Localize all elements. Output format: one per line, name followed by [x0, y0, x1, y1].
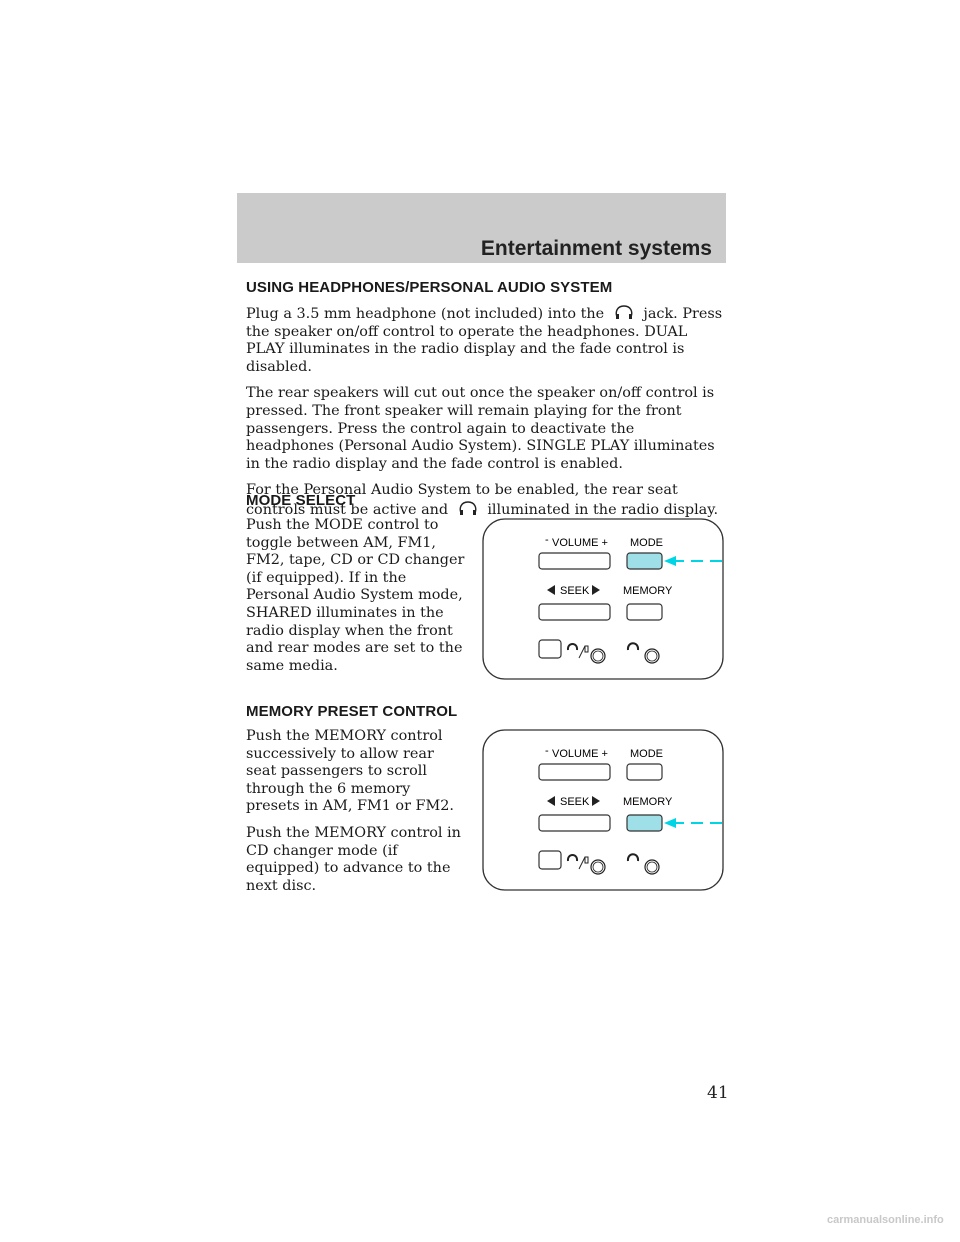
seek-button[interactable]	[538, 814, 611, 832]
volume-minus: -	[545, 745, 549, 757]
mode-select-section: MODE SELECT Push the MODE control to tog…	[246, 492, 726, 684]
mode-button[interactable]	[626, 552, 663, 570]
seek-button[interactable]	[538, 603, 611, 621]
callout-arrow	[664, 556, 676, 566]
speaker-onoff-button[interactable]	[538, 850, 562, 870]
memory-button[interactable]	[626, 814, 663, 832]
speaker-headphone-icon	[566, 854, 589, 870]
section-title: Entertainment systems	[480, 237, 712, 260]
seek-left-icon	[547, 796, 555, 806]
header-band: Entertainment systems	[237, 193, 726, 263]
headphones-paragraph-2: The rear speakers will cut out once the …	[246, 385, 715, 472]
seek-label: SEEK	[560, 796, 590, 808]
headphone-icon	[626, 642, 640, 651]
mode-button[interactable]	[626, 763, 663, 781]
rear-control-panel-memory: - VOLUME + MODE SEEK MEMORY	[482, 729, 724, 891]
memory-preset-paragraph-1: Push the MEMORY control successively to …	[246, 728, 454, 815]
headphone-icon	[626, 853, 640, 862]
mode-label: MODE	[630, 748, 663, 760]
volume-label: VOLUME +	[552, 748, 608, 760]
headphone-icon	[615, 305, 633, 319]
seek-right-icon	[592, 796, 600, 806]
speaker-headphone-icon	[566, 643, 589, 659]
headphones-p3-part-b: illuminated in the radio display.	[487, 501, 719, 518]
volume-button[interactable]	[538, 763, 611, 781]
volume-minus: -	[545, 534, 549, 546]
memory-preset-section: MEMORY PRESET CONTROL Push the MEMORY co…	[246, 703, 726, 904]
mode-label: MODE	[630, 537, 663, 549]
headphones-paragraph-3: For the Personal Audio System to be enab…	[246, 482, 726, 519]
footer-watermark[interactable]: carmanualsonline.info	[827, 1214, 944, 1226]
headphones-p1-part-b: jack. Press the speaker on/off control t…	[246, 306, 723, 375]
memory-preset-paragraph-2: Push the MEMORY control in CD changer mo…	[246, 824, 461, 894]
memory-preset-heading: MEMORY PRESET CONTROL	[246, 703, 458, 720]
callout-arrow	[664, 818, 676, 828]
memory-label: MEMORY	[623, 585, 673, 597]
headphones-section: USING HEADPHONES/PERSONAL AUDIO SYSTEM P…	[246, 279, 726, 529]
headphones-p3-part-a: For the Personal Audio System to be enab…	[246, 482, 678, 518]
headphones-paragraph-1: Plug a 3.5 mm headphone (not included) i…	[246, 304, 726, 376]
headphones-p1-part-a: Plug a 3.5 mm headphone (not included) i…	[246, 306, 605, 322]
volume-button[interactable]	[538, 552, 611, 570]
mode-select-paragraph: Push the MODE control to toggle between …	[246, 517, 465, 674]
mode-select-heading: MODE SELECT	[246, 492, 356, 509]
memory-button[interactable]	[626, 603, 663, 621]
page-number: 41	[707, 1083, 729, 1103]
speaker-onoff-button[interactable]	[538, 639, 562, 659]
seek-right-icon	[592, 585, 600, 595]
memory-label: MEMORY	[623, 796, 673, 808]
volume-label: VOLUME +	[552, 537, 608, 549]
headphone-icon	[459, 501, 477, 515]
seek-left-icon	[547, 585, 555, 595]
headphones-heading: USING HEADPHONES/PERSONAL AUDIO SYSTEM	[246, 279, 613, 296]
rear-control-panel-mode: - VOLUME + MODE SEEK MEMORY	[482, 518, 724, 680]
seek-label: SEEK	[560, 585, 590, 597]
